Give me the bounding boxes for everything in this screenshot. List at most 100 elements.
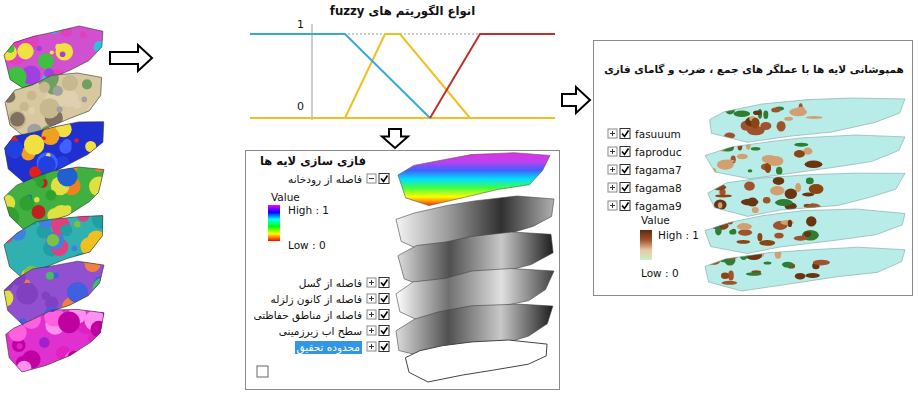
layer-patch — [6, 45, 14, 53]
result-outline — [708, 173, 905, 216]
result-patch — [806, 178, 814, 185]
result-patch — [715, 252, 721, 256]
checkbox-icon — [379, 174, 389, 184]
checkbox-icon — [381, 280, 388, 286]
layer-patch — [17, 361, 32, 376]
layer-patch — [34, 197, 39, 202]
process-panel: فازی سازی لایه هافاصله از رودخانهValueHi… — [245, 150, 560, 390]
result-patch — [722, 281, 738, 285]
chart-title: انواع الگوریتم های fuzzy — [245, 4, 560, 19]
result-patch — [751, 118, 760, 129]
layer-patch — [87, 230, 106, 249]
legend-symbol — [257, 366, 268, 377]
layer-patch — [27, 195, 33, 201]
layer-patch — [88, 158, 98, 168]
expand-icon — [367, 310, 376, 319]
panel-title: فازی سازی لایه ها — [260, 154, 366, 168]
layer-patch — [10, 112, 25, 127]
result-patch — [722, 250, 734, 258]
result-outline — [705, 247, 905, 291]
layer-patch — [35, 72, 40, 77]
expand-icon — [371, 344, 372, 349]
layer-patch — [73, 100, 81, 108]
checkbox-icon — [622, 149, 629, 155]
expand-icon — [608, 129, 617, 138]
axis-value: 1 — [297, 18, 304, 32]
result-patch — [770, 186, 785, 195]
layer-patch — [11, 315, 21, 325]
result-patch — [764, 262, 772, 265]
result-patch — [738, 229, 752, 235]
layer-patch — [18, 26, 23, 31]
legend-ramp — [268, 205, 280, 241]
result-patch — [731, 141, 744, 146]
result-patch — [794, 236, 807, 241]
legend-value: Low : 0 — [288, 239, 326, 252]
result-patch — [721, 273, 729, 279]
layer-name: faproduc — [635, 146, 681, 159]
layer-patch — [80, 31, 87, 38]
result-patch — [709, 102, 719, 111]
layer-patch — [57, 106, 63, 112]
layer-patch — [60, 51, 66, 57]
result-patch — [725, 104, 735, 114]
layer-name: fagama8 — [635, 182, 682, 195]
layer-patch — [94, 41, 106, 53]
layer-patch — [74, 221, 80, 227]
layer-patch — [58, 311, 80, 333]
legend-ramp — [640, 230, 652, 260]
layer-patch — [92, 353, 99, 360]
layer-patch — [59, 142, 71, 154]
checkbox-icon — [379, 294, 389, 304]
layer-patch — [24, 135, 44, 155]
legend-value: High : 1 — [658, 229, 699, 242]
layer-patch — [35, 258, 44, 267]
result-patch — [740, 249, 748, 260]
legend-value: High : 1 — [288, 204, 329, 217]
layer-patch — [98, 222, 104, 228]
membership-curve — [250, 34, 430, 118]
layer-patch — [56, 156, 69, 169]
checkbox-icon — [620, 183, 630, 193]
layer-patch — [89, 297, 96, 304]
result-patch — [774, 233, 783, 239]
membership-curve — [345, 34, 470, 118]
layer-patch — [62, 75, 78, 91]
layer-name: محدوده تحقیق — [295, 341, 362, 354]
layer-patch — [85, 141, 96, 152]
expand-icon — [612, 185, 613, 190]
chart-axis — [312, 24, 313, 120]
checkbox-icon — [379, 342, 389, 352]
result-patch — [804, 231, 811, 237]
expand-icon — [612, 131, 613, 136]
layer-patch — [38, 53, 54, 69]
layer-patch — [9, 159, 26, 176]
layer-patch — [67, 282, 88, 303]
layer-patch — [44, 262, 50, 268]
flow-arrow — [110, 45, 152, 71]
result-patch — [805, 161, 823, 168]
axis-value: 0 — [297, 100, 304, 114]
expand-icon — [612, 149, 613, 154]
chart-panel: انواع الگوریتم های fuzzy1 0 — [245, 4, 560, 126]
layer-patch — [94, 162, 104, 172]
result-outline — [705, 135, 905, 179]
result-patch — [775, 199, 793, 206]
legend-heading: Value — [271, 191, 300, 204]
layer-patch — [53, 86, 63, 96]
checkbox-icon — [620, 201, 630, 211]
layer-patch — [67, 210, 75, 218]
layer-patch — [37, 46, 42, 51]
expand-icon — [371, 328, 372, 333]
result-patch — [713, 215, 724, 226]
layer-patch — [91, 321, 108, 338]
result-patch — [763, 197, 771, 204]
layer-outline — [6, 309, 104, 372]
result-patch — [795, 273, 806, 280]
study-area-map — [405, 340, 547, 382]
result-patch — [757, 233, 762, 241]
checkbox-icon — [622, 185, 629, 191]
chart-baseline — [250, 117, 555, 119]
